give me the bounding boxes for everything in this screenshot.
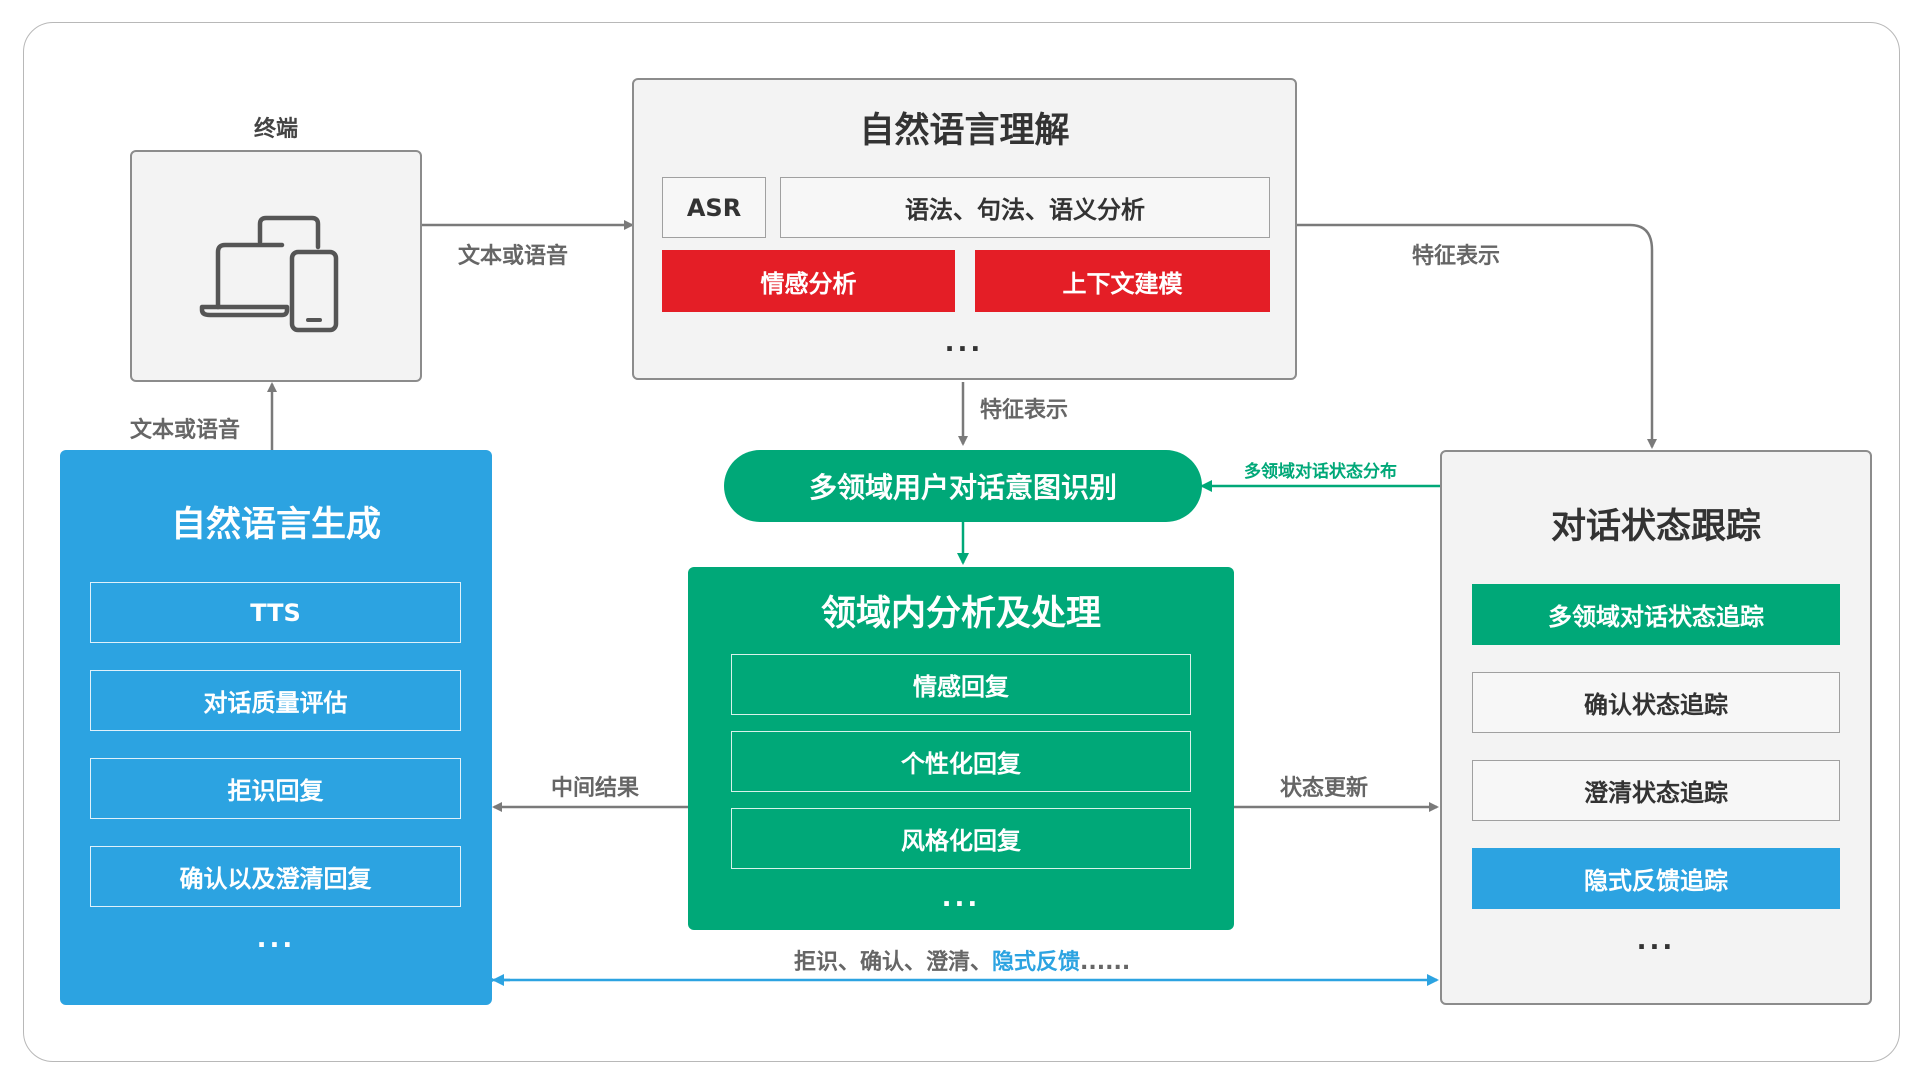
dst-panel: 对话状态跟踪 多领域对话状态追踪 确认状态追踪 澄清状态追踪 隐式反馈追踪 ..… [1440,450,1872,1005]
context-modeling-box: 上下文建模 [975,250,1270,312]
terminal-title: 终端 [253,117,298,142]
diagram-frame [23,22,1900,1062]
dst-title: 对话状态跟踪 [1550,506,1761,547]
proc-item: 风格化回复 [731,808,1191,869]
nlu-more: ... [944,328,984,358]
edge-label-dst-to-intent: 多领域对话状态分布 [1244,462,1397,482]
dst-more: ... [1636,926,1676,956]
proc-item: 个性化回复 [731,731,1191,792]
edge-label-terminal-to-nlu: 文本或语音 [458,244,569,269]
nlg-item: TTS [90,582,461,643]
arrow-nlu-to-dst [1297,223,1657,449]
edge-label-nlu-to-intent: 特征表示 [980,398,1069,423]
nlu-panel: 自然语言理解 ASR 语法、句法、语义分析 情感分析 上下文建模 ... [632,78,1297,380]
terminal-box [130,150,422,382]
nlg-item: 对话质量评估 [90,670,461,731]
nlg-more: ... [256,924,296,954]
asr-box: ASR [662,177,766,238]
edge-label-nlu-to-dst: 特征表示 [1412,244,1501,269]
edge-label-proc-to-nlg: 中间结果 [551,776,640,801]
domain-processing-title: 领域内分析及处理 [820,593,1101,634]
edge-label-bottom: 拒识、确认、澄清、隐式反馈...... [794,944,1130,976]
dst-item: 多领域对话状态追踪 [1472,584,1840,645]
proc-item: 情感回复 [731,654,1191,715]
dst-item: 隐式反馈追踪 [1472,848,1840,909]
laptop-phone-icon [199,215,339,333]
nlg-panel: 自然语言生成 TTS 对话质量评估 拒识回复 确认以及澄清回复 ... [60,450,492,1005]
emotion-analysis-box: 情感分析 [662,250,955,312]
edge-label-nlg-to-terminal: 文本或语音 [130,418,241,443]
edge-label-bottom-suffix: ...... [1080,950,1131,975]
edge-label-bottom-prefix: 拒识、确认、澄清、 [794,950,993,975]
intent-recognition: 多领域用户对话意图识别 [724,450,1202,522]
domain-processing-panel: 领域内分析及处理 情感回复 个性化回复 风格化回复 ... [688,567,1234,930]
syntax-analysis-box: 语法、句法、语义分析 [780,177,1270,238]
edge-label-proc-to-dst: 状态更新 [1280,776,1369,801]
nlg-title: 自然语言生成 [170,504,381,545]
proc-more: ... [941,883,981,913]
dst-item: 确认状态追踪 [1472,672,1840,733]
nlg-item: 确认以及澄清回复 [90,846,461,907]
nlu-title: 自然语言理解 [859,110,1070,151]
edge-label-bottom-highlight: 隐式反馈 [992,950,1081,975]
dst-item: 澄清状态追踪 [1472,760,1840,821]
nlg-item: 拒识回复 [90,758,461,819]
